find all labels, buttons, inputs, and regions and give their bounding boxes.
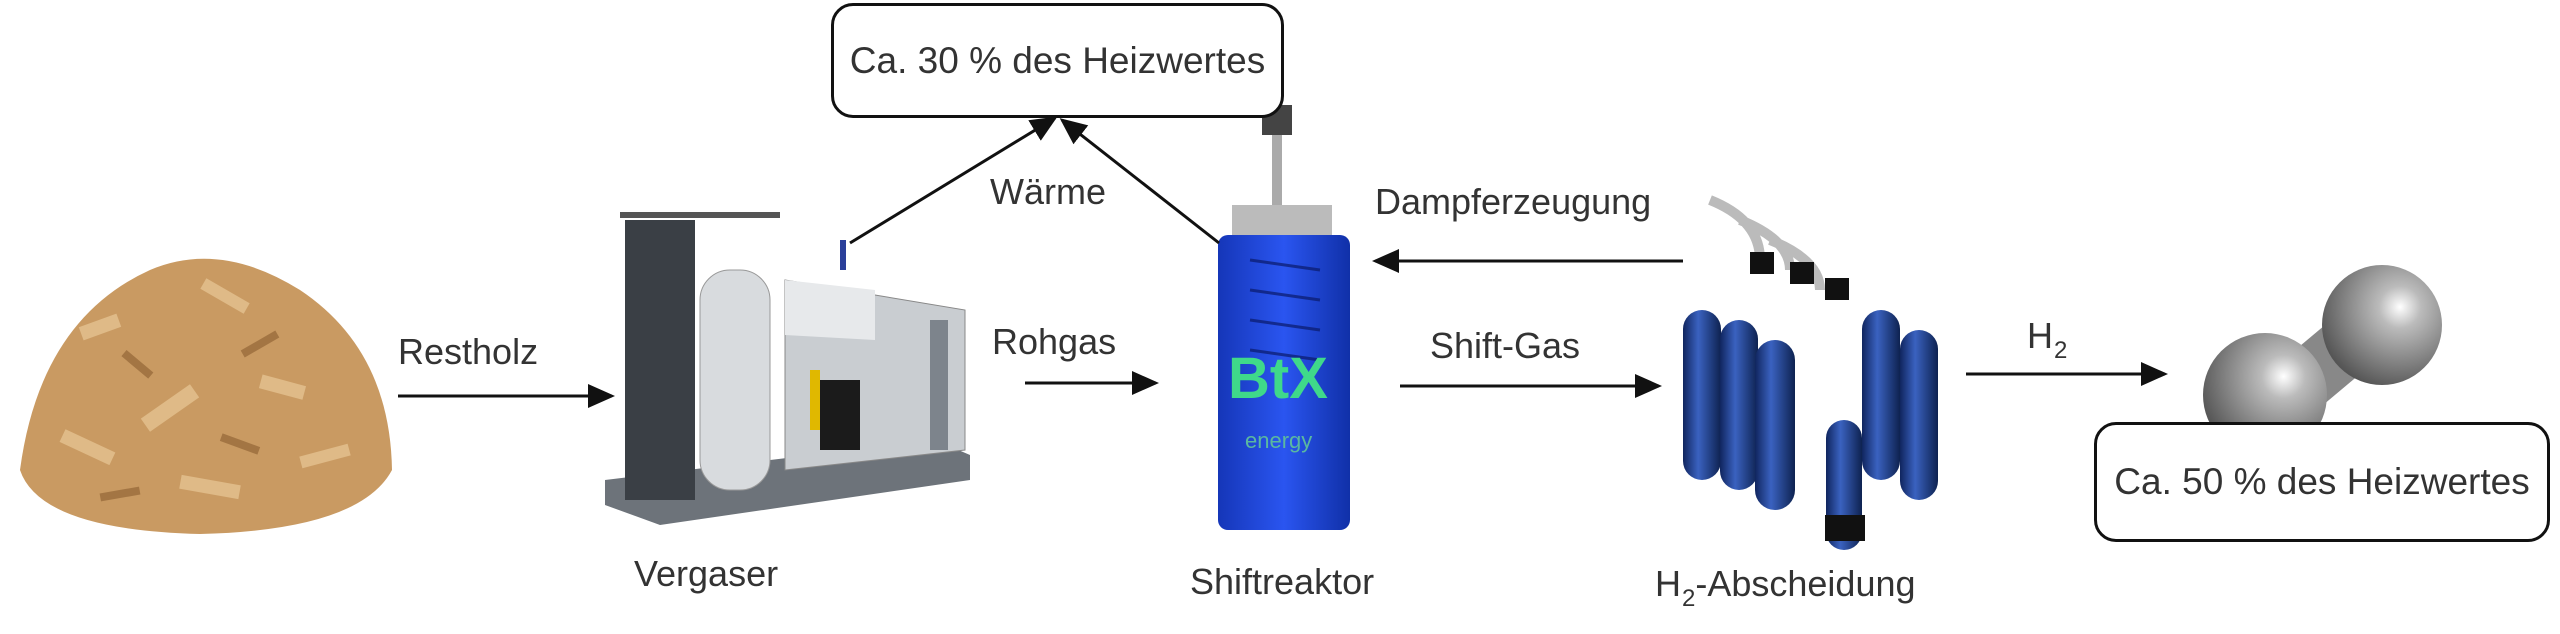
h2-share-box: Ca. 50 % des Heizwertes bbox=[2094, 422, 2550, 542]
label-shift-gas: Shift-Gas bbox=[1430, 325, 1581, 366]
gasifier-image bbox=[605, 212, 970, 525]
h2-subscript: 2 bbox=[2054, 337, 2068, 364]
abscheidung-subscript: 2 bbox=[1682, 585, 1696, 612]
label-shiftreaktor: Shiftreaktor bbox=[1190, 561, 1375, 602]
svg-text:BtX: BtX bbox=[1228, 346, 1328, 411]
wood-chips-image bbox=[20, 258, 392, 534]
arrow-waerme-reactor bbox=[1059, 118, 1220, 245]
h2-symbol: H bbox=[2027, 315, 2053, 356]
h2-share-text: Ca. 50 % des Heizwertes bbox=[2114, 461, 2530, 502]
label-h2: H2 bbox=[2027, 315, 2067, 363]
heat-share-box: Ca. 30 % des Heizwertes bbox=[831, 3, 1284, 118]
label-h2-abscheidung: H2-Abscheidung bbox=[1655, 563, 1916, 611]
abscheidung-rest: -Abscheidung bbox=[1695, 563, 1916, 604]
svg-text:energy: energy bbox=[1245, 428, 1312, 453]
btx-logo: BtX energy bbox=[1228, 346, 1328, 453]
heat-share-text: Ca. 30 % des Heizwertes bbox=[849, 39, 1266, 81]
label-rohgas: Rohgas bbox=[992, 321, 1117, 362]
label-dampferzeugung: Dampferzeugung bbox=[1375, 181, 1652, 222]
h2-separator-image bbox=[1683, 195, 1938, 550]
label-waerme: Wärme bbox=[990, 171, 1106, 212]
abscheidung-h: H bbox=[1655, 563, 1681, 604]
arrow-waerme-gasifier bbox=[849, 116, 1058, 245]
label-restholz: Restholz bbox=[398, 331, 539, 372]
label-vergaser: Vergaser bbox=[634, 553, 779, 594]
shift-reactor-image: BtX energy bbox=[1218, 105, 1350, 530]
